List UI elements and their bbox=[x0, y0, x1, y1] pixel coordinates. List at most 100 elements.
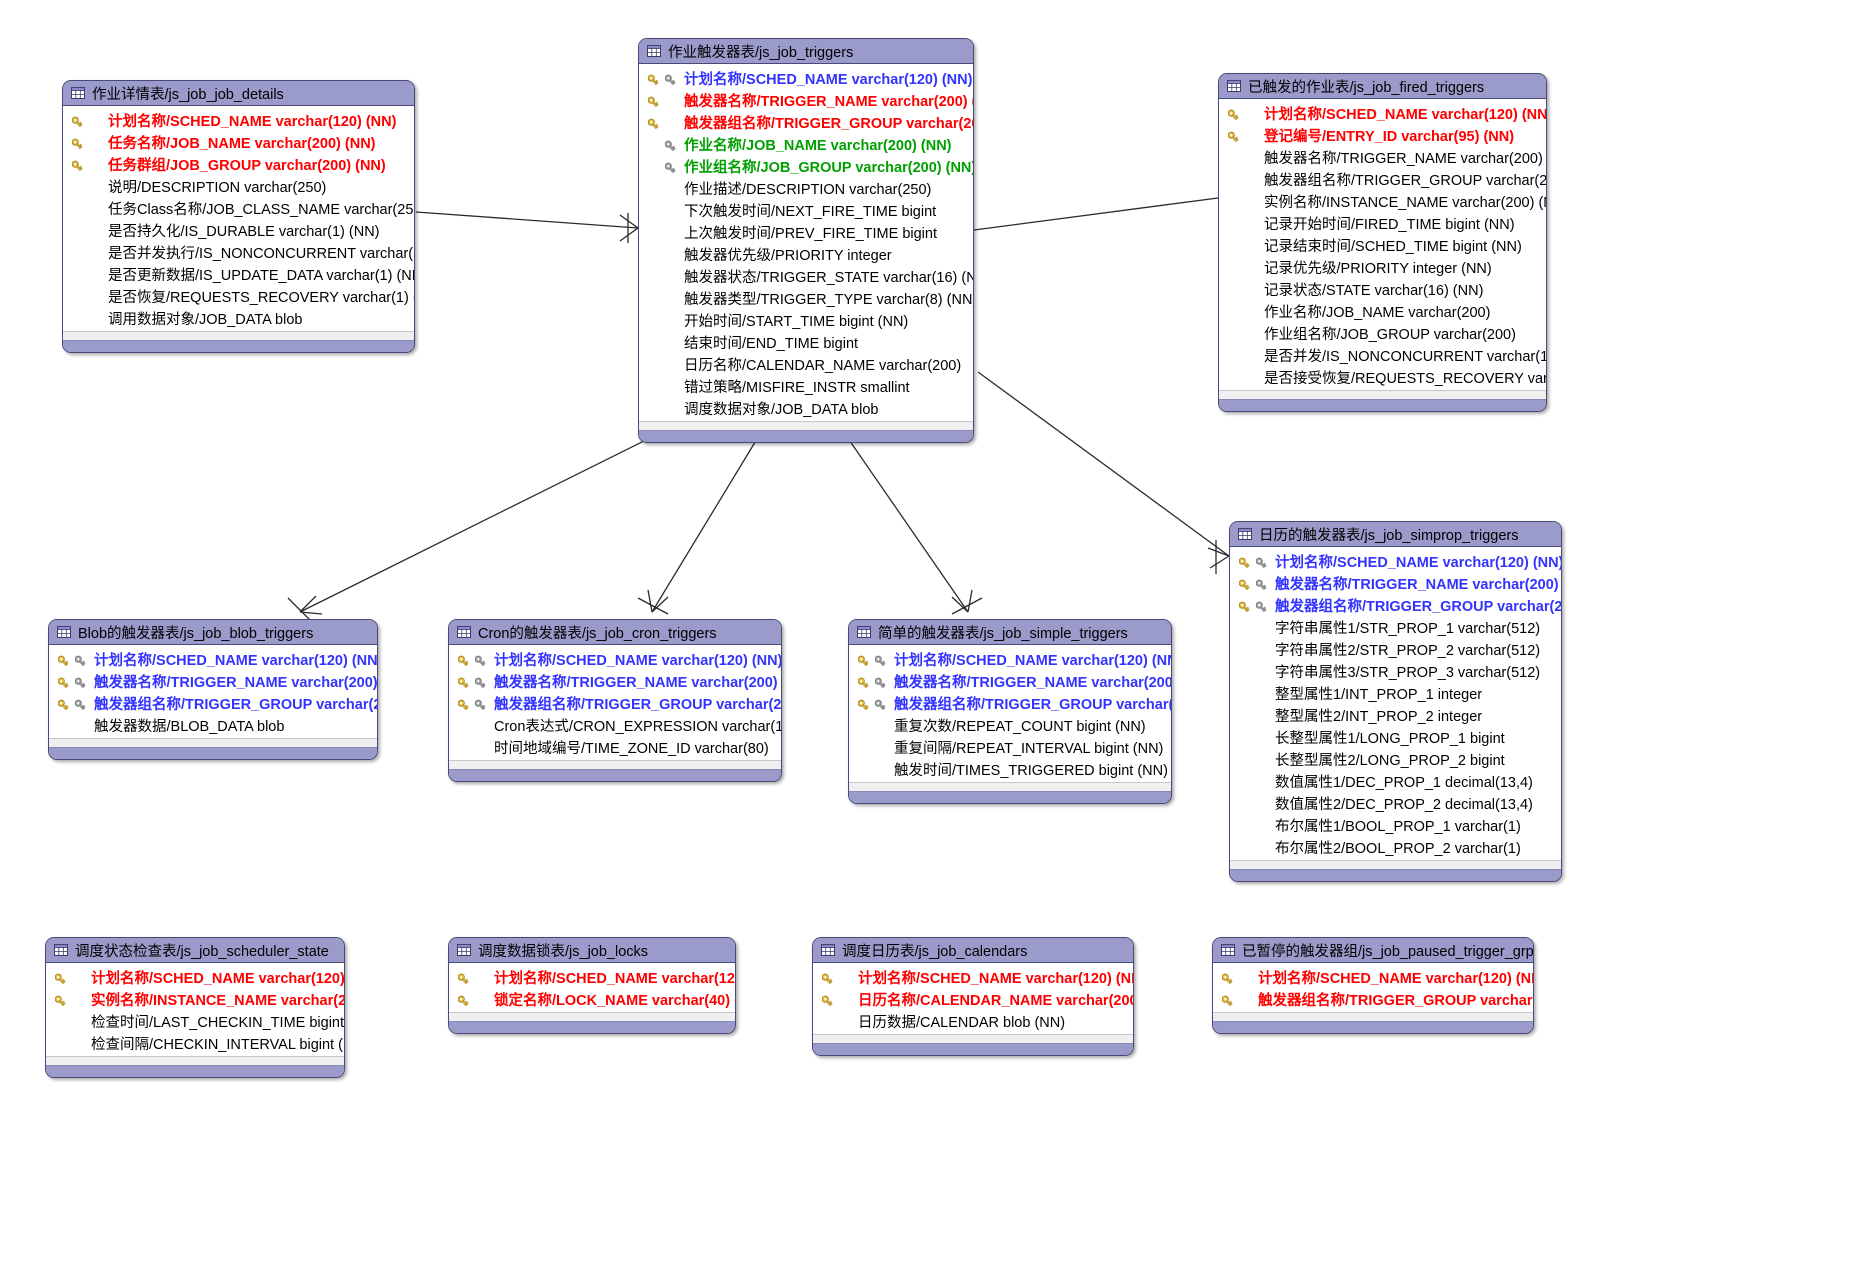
field-row[interactable]: 长整型属性2/LONG_PROP_2 bigint bbox=[1230, 748, 1561, 770]
field-row[interactable]: 计划名称/SCHED_NAME varchar(120) (NN) bbox=[63, 109, 414, 131]
table-header-cron_triggers[interactable]: Cron的触发器表/js_job_cron_triggers bbox=[449, 620, 781, 645]
field-row[interactable]: 计划名称/SCHED_NAME varchar(120) (NN) bbox=[1219, 102, 1546, 124]
entity-table-job_details[interactable]: 作业详情表/js_job_job_details 计划名称/SCHED_NAME … bbox=[62, 80, 415, 353]
field-row[interactable]: 触发器组名称/TRIGGER_GROUP varchar(200) (NN) bbox=[449, 692, 781, 714]
entity-table-scheduler_state[interactable]: 调度状态检查表/js_job_scheduler_state 计划名称/SCHED… bbox=[45, 937, 345, 1078]
field-row[interactable]: 触发器数据/BLOB_DATA blob bbox=[49, 714, 377, 736]
field-row[interactable]: 计划名称/SCHED_NAME varchar(120) (NN) bbox=[849, 648, 1171, 670]
field-row[interactable]: 触发器名称/TRIGGER_NAME varchar(200) (NN) bbox=[1219, 146, 1546, 168]
field-row[interactable]: 计划名称/SCHED_NAME varchar(120) (NN) bbox=[449, 648, 781, 670]
field-row[interactable]: 数值属性2/DEC_PROP_2 decimal(13,4) bbox=[1230, 792, 1561, 814]
field-row[interactable]: 触发器组名称/TRIGGER_GROUP varchar(200) (NN) bbox=[639, 111, 973, 133]
field-row[interactable]: 触发器名称/TRIGGER_NAME varchar(200) (NN) bbox=[449, 670, 781, 692]
table-header-triggers[interactable]: 作业触发器表/js_job_triggers bbox=[639, 39, 973, 64]
field-row[interactable]: 触发器组名称/TRIGGER_GROUP varchar(200) (NN) bbox=[1230, 594, 1561, 616]
field-row[interactable]: 触发器组名称/TRIGGER_GROUP varchar(200) (NN) bbox=[849, 692, 1171, 714]
field-row[interactable]: 触发器类型/TRIGGER_TYPE varchar(8) (NN) bbox=[639, 287, 973, 309]
field-row[interactable]: 锁定名称/LOCK_NAME varchar(40) (NN) bbox=[449, 988, 735, 1010]
field-row[interactable]: 作业名称/JOB_NAME varchar(200) bbox=[1219, 300, 1546, 322]
field-row[interactable]: 作业名称/JOB_NAME varchar(200) (NN) bbox=[639, 133, 973, 155]
entity-table-blob_triggers[interactable]: Blob的触发器表/js_job_blob_triggers 计划名称/SCHED… bbox=[48, 619, 378, 760]
table-header-paused_trigger_grps[interactable]: 已暂停的触发器组/js_job_paused_trigger_grps bbox=[1213, 938, 1533, 963]
field-row[interactable]: 是否持久化/IS_DURABLE varchar(1) (NN) bbox=[63, 219, 414, 241]
field-row[interactable]: 时间地域编号/TIME_ZONE_ID varchar(80) bbox=[449, 736, 781, 758]
field-row[interactable]: 任务Class名称/JOB_CLASS_NAME varchar(250) (N… bbox=[63, 197, 414, 219]
field-row[interactable]: 长整型属性1/LONG_PROP_1 bigint bbox=[1230, 726, 1561, 748]
field-row[interactable]: 结束时间/END_TIME bigint bbox=[639, 331, 973, 353]
field-row[interactable]: 触发器组名称/TRIGGER_GROUP varchar(200) (NN) bbox=[1219, 168, 1546, 190]
entity-table-calendars[interactable]: 调度日历表/js_job_calendars 计划名称/SCHED_NAME va… bbox=[812, 937, 1134, 1056]
field-row[interactable]: 日历数据/CALENDAR blob (NN) bbox=[813, 1010, 1133, 1032]
field-row[interactable]: 是否接受恢复/REQUESTS_RECOVERY varchar(1) bbox=[1219, 366, 1546, 388]
field-row[interactable]: 上次触发时间/PREV_FIRE_TIME bigint bbox=[639, 221, 973, 243]
field-row[interactable]: 日历名称/CALENDAR_NAME varchar(200) (NN) bbox=[813, 988, 1133, 1010]
field-row[interactable]: 字符串属性3/STR_PROP_3 varchar(512) bbox=[1230, 660, 1561, 682]
entity-table-triggers[interactable]: 作业触发器表/js_job_triggers 计划名称/SCHED_NAME va… bbox=[638, 38, 974, 443]
table-header-simple_triggers[interactable]: 简单的触发器表/js_job_simple_triggers bbox=[849, 620, 1171, 645]
table-header-fired_triggers[interactable]: 已触发的作业表/js_job_fired_triggers bbox=[1219, 74, 1546, 99]
field-row[interactable]: 计划名称/SCHED_NAME varchar(120) (NN) bbox=[1230, 550, 1561, 572]
field-row[interactable]: 触发器组名称/TRIGGER_GROUP varchar(200) (NN) bbox=[49, 692, 377, 714]
field-row[interactable]: 作业组名称/JOB_GROUP varchar(200) (NN) bbox=[639, 155, 973, 177]
field-row[interactable]: 重复次数/REPEAT_COUNT bigint (NN) bbox=[849, 714, 1171, 736]
field-row[interactable]: 触发器名称/TRIGGER_NAME varchar(200) (NN) bbox=[639, 89, 973, 111]
table-header-blob_triggers[interactable]: Blob的触发器表/js_job_blob_triggers bbox=[49, 620, 377, 645]
field-row[interactable]: 记录开始时间/FIRED_TIME bigint (NN) bbox=[1219, 212, 1546, 234]
field-row[interactable]: 登记编号/ENTRY_ID varchar(95) (NN) bbox=[1219, 124, 1546, 146]
field-row[interactable]: 是否恢复/REQUESTS_RECOVERY varchar(1) (NN) bbox=[63, 285, 414, 307]
field-row[interactable]: 触发器名称/TRIGGER_NAME varchar(200) (NN) bbox=[49, 670, 377, 692]
entity-table-paused_trigger_grps[interactable]: 已暂停的触发器组/js_job_paused_trigger_grps 计划名称/… bbox=[1212, 937, 1534, 1034]
field-row[interactable]: 检查间隔/CHECKIN_INTERVAL bigint (NN) bbox=[46, 1032, 344, 1054]
field-row[interactable]: 实例名称/INSTANCE_NAME varchar(200) (NN) bbox=[46, 988, 344, 1010]
field-row[interactable]: 作业描述/DESCRIPTION varchar(250) bbox=[639, 177, 973, 199]
field-row[interactable]: Cron表达式/CRON_EXPRESSION varchar(120) (NN… bbox=[449, 714, 781, 736]
field-row[interactable]: 整型属性1/INT_PROP_1 integer bbox=[1230, 682, 1561, 704]
table-header-simprop_triggers[interactable]: 日历的触发器表/js_job_simprop_triggers bbox=[1230, 522, 1561, 547]
field-row[interactable]: 作业组名称/JOB_GROUP varchar(200) bbox=[1219, 322, 1546, 344]
field-row[interactable]: 是否并发/IS_NONCONCURRENT varchar(1) bbox=[1219, 344, 1546, 366]
field-row[interactable]: 是否并发执行/IS_NONCONCURRENT varchar(1) (NN) bbox=[63, 241, 414, 263]
entity-table-simple_triggers[interactable]: 简单的触发器表/js_job_simple_triggers 计划名称/SCHED… bbox=[848, 619, 1172, 804]
field-row[interactable]: 触发器组名称/TRIGGER_GROUP varchar(200) (NN) bbox=[1213, 988, 1533, 1010]
field-row[interactable]: 触发器名称/TRIGGER_NAME varchar(200) (NN) bbox=[1230, 572, 1561, 594]
table-header-job_details[interactable]: 作业详情表/js_job_job_details bbox=[63, 81, 414, 106]
field-row[interactable]: 触发器状态/TRIGGER_STATE varchar(16) (NN) bbox=[639, 265, 973, 287]
field-row[interactable]: 字符串属性2/STR_PROP_2 varchar(512) bbox=[1230, 638, 1561, 660]
field-row[interactable]: 数值属性1/DEC_PROP_1 decimal(13,4) bbox=[1230, 770, 1561, 792]
field-row[interactable]: 触发器名称/TRIGGER_NAME varchar(200) (NN) bbox=[849, 670, 1171, 692]
table-header-scheduler_state[interactable]: 调度状态检查表/js_job_scheduler_state bbox=[46, 938, 344, 963]
entity-table-simprop_triggers[interactable]: 日历的触发器表/js_job_simprop_triggers 计划名称/SCHE… bbox=[1229, 521, 1562, 882]
entity-table-cron_triggers[interactable]: Cron的触发器表/js_job_cron_triggers 计划名称/SCHED… bbox=[448, 619, 782, 782]
field-row[interactable]: 记录结束时间/SCHED_TIME bigint (NN) bbox=[1219, 234, 1546, 256]
field-row[interactable]: 布尔属性1/BOOL_PROP_1 varchar(1) bbox=[1230, 814, 1561, 836]
table-header-calendars[interactable]: 调度日历表/js_job_calendars bbox=[813, 938, 1133, 963]
field-row[interactable]: 计划名称/SCHED_NAME varchar(120) (NN) bbox=[449, 966, 735, 988]
field-row[interactable]: 检查时间/LAST_CHECKIN_TIME bigint (NN) bbox=[46, 1010, 344, 1032]
field-row[interactable]: 开始时间/START_TIME bigint (NN) bbox=[639, 309, 973, 331]
field-row[interactable]: 计划名称/SCHED_NAME varchar(120) (NN) bbox=[1213, 966, 1533, 988]
field-row[interactable]: 下次触发时间/NEXT_FIRE_TIME bigint bbox=[639, 199, 973, 221]
entity-table-locks[interactable]: 调度数据锁表/js_job_locks 计划名称/SCHED_NAME varch… bbox=[448, 937, 736, 1034]
field-row[interactable]: 重复间隔/REPEAT_INTERVAL bigint (NN) bbox=[849, 736, 1171, 758]
field-row[interactable]: 整型属性2/INT_PROP_2 integer bbox=[1230, 704, 1561, 726]
field-row[interactable]: 计划名称/SCHED_NAME varchar(120) (NN) bbox=[639, 67, 973, 89]
field-row[interactable]: 是否更新数据/IS_UPDATE_DATA varchar(1) (NN) bbox=[63, 263, 414, 285]
field-row[interactable]: 计划名称/SCHED_NAME varchar(120) (NN) bbox=[49, 648, 377, 670]
field-row[interactable]: 记录优先级/PRIORITY integer (NN) bbox=[1219, 256, 1546, 278]
field-row[interactable]: 记录状态/STATE varchar(16) (NN) bbox=[1219, 278, 1546, 300]
field-row[interactable]: 计划名称/SCHED_NAME varchar(120) (NN) bbox=[813, 966, 1133, 988]
field-row[interactable]: 调用数据对象/JOB_DATA blob bbox=[63, 307, 414, 329]
field-row[interactable]: 日历名称/CALENDAR_NAME varchar(200) bbox=[639, 353, 973, 375]
field-row[interactable]: 触发时间/TIMES_TRIGGERED bigint (NN) bbox=[849, 758, 1171, 780]
entity-table-fired_triggers[interactable]: 已触发的作业表/js_job_fired_triggers 计划名称/SCHED_… bbox=[1218, 73, 1547, 412]
field-row[interactable]: 错过策略/MISFIRE_INSTR smallint bbox=[639, 375, 973, 397]
field-row[interactable]: 调度数据对象/JOB_DATA blob bbox=[639, 397, 973, 419]
field-row[interactable]: 说明/DESCRIPTION varchar(250) bbox=[63, 175, 414, 197]
field-row[interactable]: 字符串属性1/STR_PROP_1 varchar(512) bbox=[1230, 616, 1561, 638]
field-row[interactable]: 布尔属性2/BOOL_PROP_2 varchar(1) bbox=[1230, 836, 1561, 858]
field-row[interactable]: 实例名称/INSTANCE_NAME varchar(200) (NN) bbox=[1219, 190, 1546, 212]
field-row[interactable]: 触发器优先级/PRIORITY integer bbox=[639, 243, 973, 265]
field-row[interactable]: 计划名称/SCHED_NAME varchar(120) (NN) bbox=[46, 966, 344, 988]
table-header-locks[interactable]: 调度数据锁表/js_job_locks bbox=[449, 938, 735, 963]
field-row[interactable]: 任务名称/JOB_NAME varchar(200) (NN) bbox=[63, 131, 414, 153]
